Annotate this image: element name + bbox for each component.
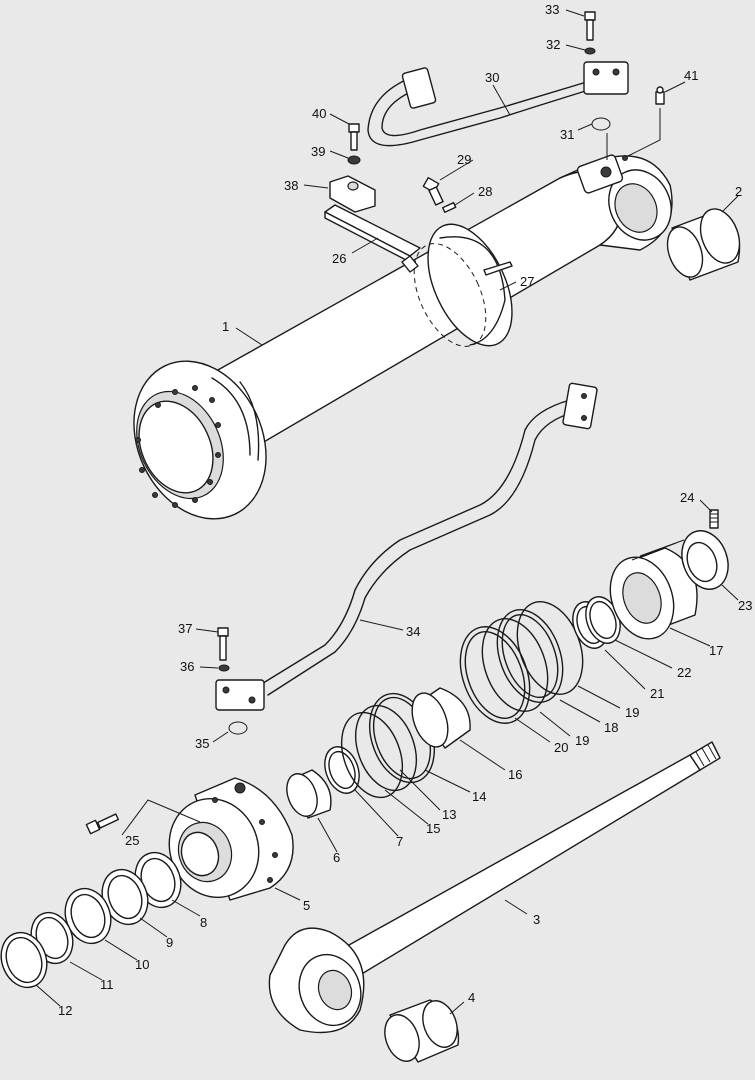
callout-13: 13 [442,807,456,822]
callout-24: 24 [680,490,694,505]
callout-25: 25 [125,833,139,848]
washer-39 [347,155,361,165]
screw-24 [709,509,719,529]
seal-12 [0,931,48,989]
callout-35: 35 [195,736,209,751]
callout-15: 15 [426,821,440,836]
callout-22: 22 [677,665,691,680]
nut-23 [681,530,729,590]
seal-10 [64,887,112,945]
callout-30: 30 [485,70,499,85]
callout-21: 21 [650,686,664,701]
clamp-block [329,175,376,213]
callout-17: 17 [709,643,723,658]
band-clamp [439,236,513,346]
callout-2: 2 [735,184,742,199]
bolt-29 [422,176,444,206]
callout-1: 1 [222,319,229,334]
bushing-6 [286,769,332,819]
callout-29: 29 [457,152,471,167]
flange-bolt-holes [135,385,221,508]
bushing-rod [384,999,460,1063]
pipe-lower [215,382,598,711]
rod-gland [168,777,294,901]
callout-11: 11 [100,977,114,992]
bushing-16 [411,687,471,749]
pipe-upper [367,61,629,147]
seal-9 [101,868,149,926]
pin-28 [442,201,457,213]
piston-ring-20 [459,626,531,724]
callout-16: 16 [508,767,522,782]
callout-19b: 19 [575,733,589,748]
leader-lines [35,9,739,1015]
callout-26: 26 [332,251,346,266]
callout-41: 41 [684,68,698,83]
bolt-25 [85,813,120,835]
piston-rod [268,741,721,1034]
ring-22 [585,596,621,644]
callout-9: 9 [166,935,173,950]
callout-14: 14 [472,789,486,804]
bolt-37 [217,627,229,661]
callout-31: 31 [560,127,574,142]
callout-5: 5 [303,898,310,913]
callout-20: 20 [554,740,568,755]
callout-12: 12 [58,1003,72,1018]
callout-4: 4 [468,990,475,1005]
callout-18: 18 [604,720,618,735]
bolt-33 [584,11,596,41]
callout-labels: 1 2 3 4 5 6 7 8 9 10 11 12 13 14 15 16 1… [58,2,752,1018]
callout-33: 33 [545,2,559,17]
callout-10: 10 [135,957,149,972]
ring-15 [340,711,404,799]
piston-ring-18 [496,609,564,703]
callout-36: 36 [180,659,194,674]
callout-6: 6 [333,850,340,865]
callout-27: 27 [520,274,534,289]
ring-13 [354,704,418,792]
callout-8: 8 [200,915,207,930]
grease-fitting-41 [655,86,665,105]
cylinder-tube [133,154,673,520]
pipe-bracket [324,204,421,273]
callout-28: 28 [478,184,492,199]
piston-ring-19a [481,618,549,712]
callout-39: 39 [311,144,325,159]
callout-34: 34 [406,624,420,639]
oring-35 [228,721,248,735]
bolt-40 [348,123,360,151]
callout-23: 23 [738,598,752,613]
callout-40: 40 [312,106,326,121]
callout-7: 7 [396,834,403,849]
callout-32: 32 [546,37,560,52]
ring-7 [324,746,360,794]
washer-32 [584,47,596,55]
callout-38: 38 [284,178,298,193]
bushing-head [666,208,741,281]
callout-37: 37 [178,621,192,636]
washer-36 [218,664,230,672]
oring-31 [591,117,611,131]
callout-19a: 19 [625,705,639,720]
callout-3: 3 [533,912,540,927]
